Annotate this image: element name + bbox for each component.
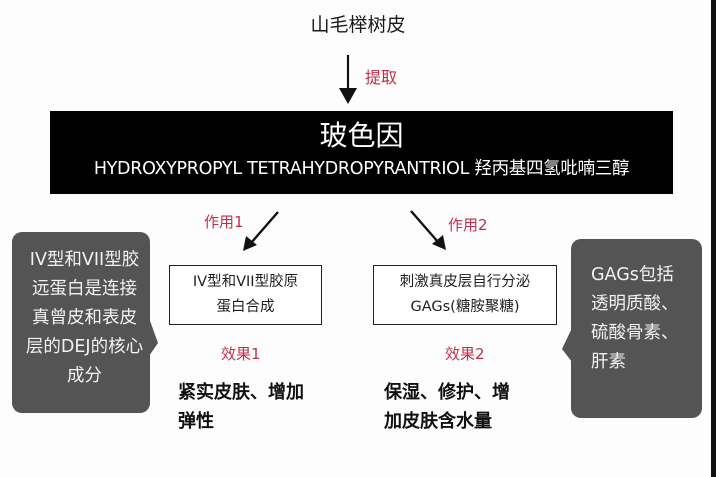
effect2-line: 加皮肤含水量 <box>384 411 492 432</box>
ingredient-name: 玻色因 <box>319 119 404 152</box>
effect1-label: 效果1 <box>221 345 261 363</box>
effect2-text: 保湿、修护、增 加皮肤含水量 <box>384 378 534 436</box>
effect1-text: 紧实皮肤、增加 弹性 <box>178 378 328 436</box>
callout-left-line: 成分 <box>67 366 102 386</box>
callout-left-pointer <box>149 318 158 356</box>
extract-arrow-icon <box>339 55 357 104</box>
function1-label: 作用1 <box>204 213 244 231</box>
callout-right-pointer <box>562 328 572 362</box>
function2-label: 作用2 <box>448 216 488 234</box>
function1-box-line: 蛋白合成 <box>216 299 275 315</box>
callout-left-line: 真曾皮和表皮 <box>32 308 137 328</box>
right-edge-border <box>711 0 716 477</box>
effect2-line: 保湿、修护、增 <box>384 382 510 403</box>
callout-right-line: GAGs包括 <box>591 265 674 285</box>
effect1-line: 弹性 <box>178 411 214 432</box>
extraction-label: 提取 <box>365 68 398 87</box>
callout-right-line: 肝素 <box>591 352 626 372</box>
callout-left-line: 层的DEJ的核心 <box>25 337 144 357</box>
effect2-label: 效果2 <box>445 345 485 363</box>
callout-left: IV型和VII型胶 远蛋白是连接 真曾皮和表皮 层的DEJ的核心 成分 <box>12 232 150 413</box>
ingredient-box: 玻色因 HYDROXYPROPYL TETRAHYDROPYRANTRIOL 羟… <box>50 111 673 194</box>
callout-right: GAGs包括 透明质酸、 硫酸骨素、 肝素 <box>571 239 702 418</box>
function1-arrow-icon <box>243 211 279 251</box>
function1-box: IV型和VII型胶原 蛋白合成 <box>169 265 322 325</box>
function1-box-line: IV型和VII型胶原 <box>192 274 299 290</box>
function2-box-line: 刺激真皮层自行分泌 <box>399 274 531 290</box>
ingredient-full-name: HYDROXYPROPYL TETRAHYDROPYRANTRIOL 羟丙基四氢… <box>93 159 630 179</box>
callout-right-line: 硫酸骨素、 <box>591 323 679 343</box>
function2-box: 刺激真皮层自行分泌 GAGs(糖胺聚糖) <box>373 265 557 325</box>
function2-box-line: GAGs(糖胺聚糖) <box>410 299 520 315</box>
callout-right-line: 透明质酸、 <box>591 294 679 314</box>
source-label: 山毛榉树皮 <box>310 14 406 36</box>
effect1-line: 紧实皮肤、增加 <box>178 382 304 403</box>
function2-arrow-icon <box>410 210 446 250</box>
callout-left-line: IV型和VII型胶 <box>29 250 140 270</box>
callout-left-line: 远蛋白是连接 <box>32 279 137 299</box>
